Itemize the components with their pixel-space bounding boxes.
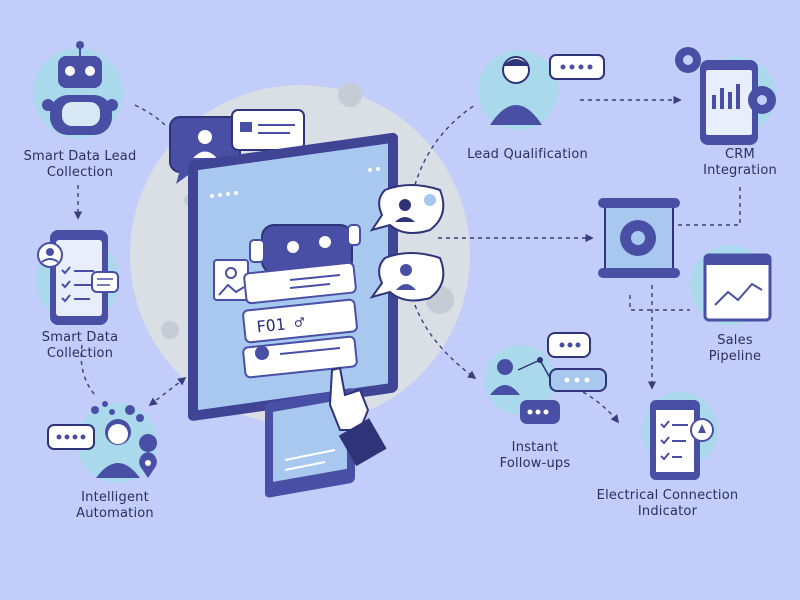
- central-monitor-illustration: [188, 132, 398, 421]
- label-line: Collection: [46, 346, 114, 361]
- label-line: Sales: [717, 333, 753, 348]
- chat-person-icon: [485, 332, 607, 424]
- label-line: Lead Qualification: [467, 147, 588, 162]
- label-line: Integration: [703, 163, 777, 178]
- connectors: [73, 95, 741, 424]
- label-smart-data-collection: Smart Data Collection: [20, 330, 140, 362]
- chart-window-icon: [690, 245, 772, 325]
- tablet-checklist-icon: [642, 392, 718, 480]
- agent-headset-icon: [47, 401, 158, 483]
- label-line: Smart Data: [41, 330, 119, 345]
- label-line: Electrical Connection: [596, 488, 739, 503]
- label-line: Pipeline: [708, 349, 762, 364]
- label-line: Instant: [511, 440, 559, 455]
- phone-checklist-icon: [36, 230, 120, 325]
- robot-icon: [33, 41, 123, 138]
- label-line: Follow-ups: [499, 456, 571, 471]
- label-line: CRM: [725, 147, 755, 162]
- label-line: Intelligent: [81, 490, 149, 505]
- label-electrical-connection-indicator: Electrical Connection Indicator: [585, 488, 750, 520]
- central-field-text: FO1 ♂: [255, 313, 305, 337]
- label-line: Automation: [76, 506, 154, 521]
- label-sales-pipeline: Sales Pipeline: [700, 333, 770, 365]
- hand-tablet-icon: [265, 366, 387, 498]
- scroll-gear-icon: [598, 198, 680, 278]
- chat-bubbles-central: [369, 184, 445, 302]
- tablet-gears-icon: [675, 47, 776, 145]
- person-icon: [478, 50, 605, 130]
- label-crm-integration: CRM Integration: [695, 147, 785, 179]
- label-lead-qualification: Lead Qualification: [455, 147, 600, 163]
- label-line: Indicator: [637, 504, 698, 519]
- label-line: Collection: [46, 165, 114, 180]
- label-intelligent-automation: Intelligent Automation: [55, 490, 175, 522]
- label-smart-data-lead-collection: Smart Data Lead Collection: [5, 149, 155, 181]
- label-line: Smart Data Lead: [23, 149, 137, 164]
- label-instant-followups: Instant Follow-ups: [480, 440, 590, 472]
